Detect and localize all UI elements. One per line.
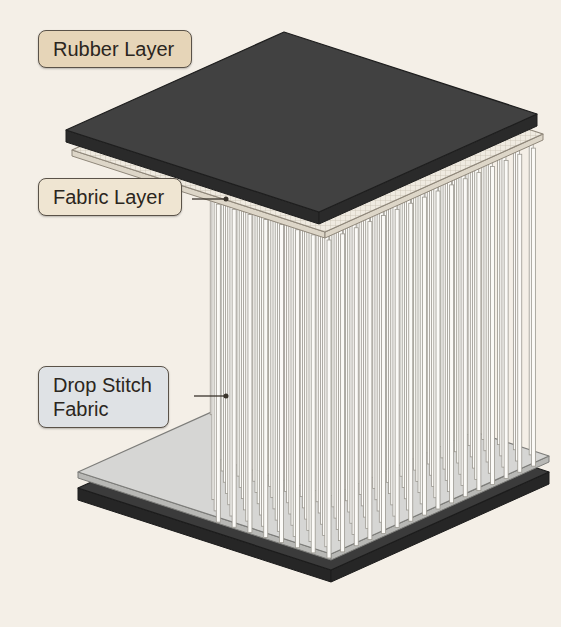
thread <box>504 160 508 478</box>
thread <box>354 228 358 546</box>
thread <box>341 234 345 552</box>
label-text: Rubber Layer <box>53 37 177 61</box>
thread <box>311 235 315 553</box>
thread <box>248 214 252 532</box>
thread <box>295 230 299 548</box>
thread <box>491 167 495 485</box>
thread <box>422 197 426 515</box>
leader-dot <box>224 394 229 399</box>
thread <box>280 225 284 543</box>
thread <box>232 209 236 527</box>
label-box: Fabric Layer <box>38 178 182 216</box>
leader-line <box>194 395 224 396</box>
thread <box>368 222 372 540</box>
thread <box>450 185 454 503</box>
thread <box>395 209 399 527</box>
thread <box>264 220 268 538</box>
thread <box>477 173 481 491</box>
thread <box>518 154 522 472</box>
leader-line <box>192 198 224 199</box>
thread <box>382 216 386 534</box>
leader-lines <box>192 197 229 399</box>
thread <box>216 204 220 522</box>
label-box: Rubber Layer <box>38 30 192 68</box>
thread <box>436 191 440 509</box>
label-text: Fabric Layer <box>53 185 167 209</box>
thread <box>463 179 467 497</box>
leader-dot <box>224 197 229 202</box>
label-box: Drop Stitch Fabric <box>38 366 169 428</box>
label-text: Drop Stitch Fabric <box>53 373 154 421</box>
thread <box>327 240 331 558</box>
thread <box>531 148 535 466</box>
thread <box>409 203 413 521</box>
